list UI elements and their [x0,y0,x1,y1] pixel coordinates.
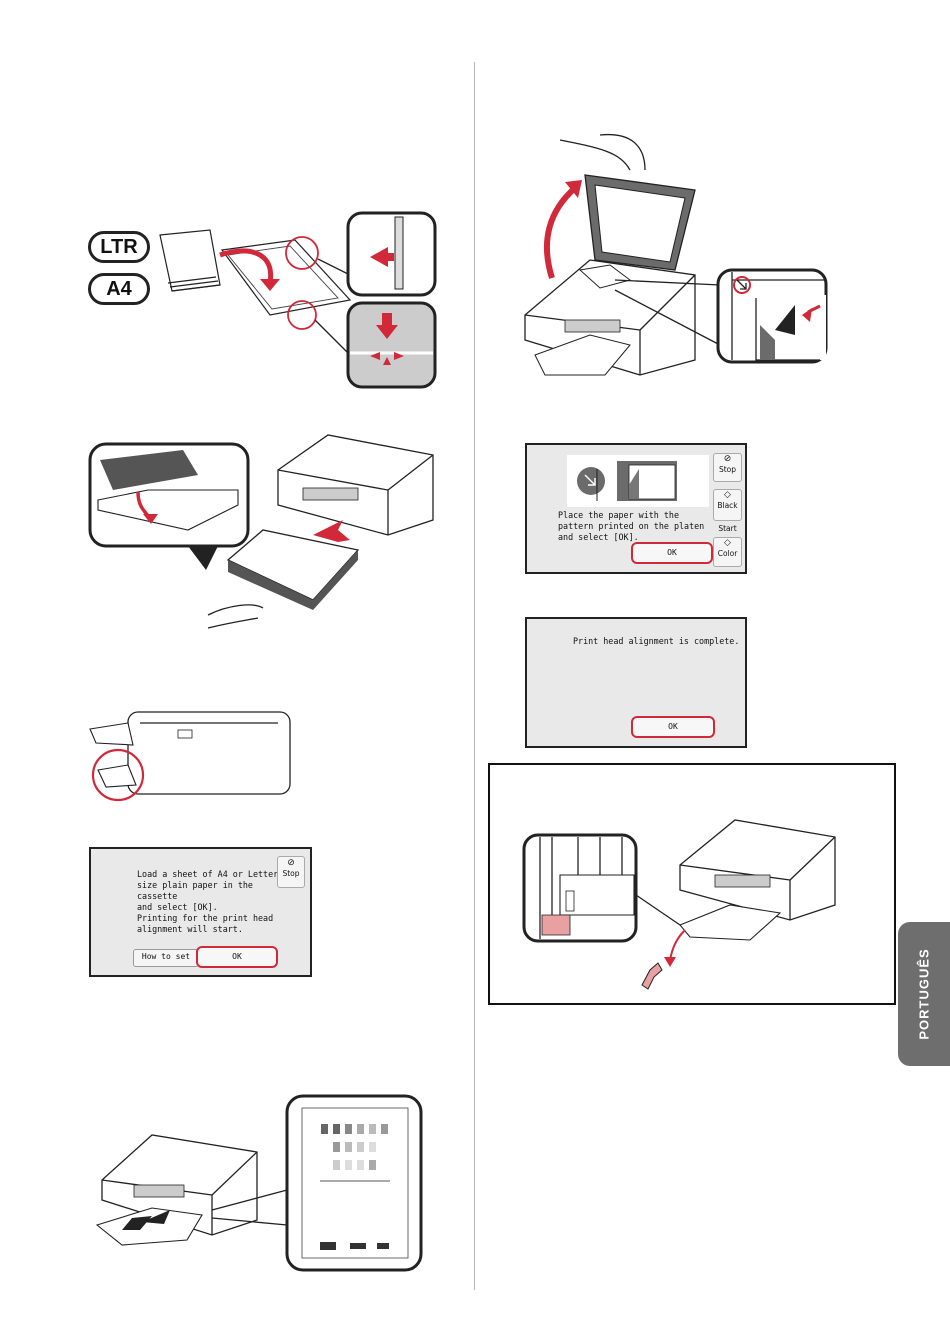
a4-label: A4 [88,273,150,305]
print-pattern-drawing [95,1094,423,1272]
stop-icon: ⊘ [287,858,295,868]
how-to-set-label: How to set [141,952,191,961]
output-tray-drawing [89,711,291,802]
ok-button-load-sheet[interactable]: OK [196,946,278,968]
illustration-open-lid [520,130,830,380]
color-button-label: Color [717,549,738,558]
place-paper-line-2: pattern printed on the platen [558,521,705,531]
black-button-label: Black [717,501,738,510]
start-label: Start [718,524,737,533]
screen-alignment-complete: Print head alignment is complete. OK [525,617,747,748]
place-paper-message: Place the paper with the pattern printed… [558,510,718,543]
illustration-load-paper [80,205,440,395]
load-sheet-line-4: Printing for the print head [137,913,274,923]
stop-button-label: Stop [282,869,300,878]
load-sheet-message: Load a sheet of A4 or Letter size plain … [137,869,297,935]
insert-cassette-drawing [88,434,434,629]
language-tab: PORTUGUÊS [898,922,950,1066]
diamond-icon: ◇ [724,490,731,500]
alignment-complete-message: Print head alignment is complete. [573,636,740,646]
place-paper-illustration [567,455,709,507]
place-paper-line-1: Place the paper with the [558,510,680,520]
diamond-icon: ◇ [724,538,731,548]
stop-button-label: Stop [718,465,737,474]
stop-icon: ⊘ [723,454,732,464]
ok-button-complete[interactable]: OK [631,716,715,738]
ltr-label: LTR [88,231,150,263]
column-divider [474,62,475,1290]
note-box [488,763,896,1005]
screen-load-sheet: Load a sheet of A4 or Letter size plain … [89,847,312,977]
illustration-insert-cassette [88,430,440,635]
ok-label: OK [232,952,242,961]
stop-button[interactable]: ⊘ Stop [277,856,305,888]
black-start-button[interactable]: ◇ Black [713,489,742,521]
place-paper-line-3: and select [OK]. [558,532,639,542]
color-start-button[interactable]: ◇ Color [713,537,742,567]
remove-tape-drawing [522,819,836,990]
load-sheet-line-1: Load a sheet of A4 or Letter [137,869,279,879]
platen-paper-icon [577,461,677,501]
how-to-set-button[interactable]: How to set [133,949,199,967]
a4-label-text: A4 [106,278,132,300]
load-sheet-line-5: alignment will start. [137,924,243,934]
stop-button[interactable]: ⊘ Stop [713,453,742,482]
load-sheet-line-3: and select [OK]. [137,902,218,912]
illustration-output-tray [88,705,293,805]
ltr-label-text: LTR [100,236,138,258]
load-sheet-line-2: size plain paper in the cassette [137,880,253,901]
ok-button-place-paper[interactable]: OK [631,542,713,564]
ok-label: OK [667,548,677,557]
illustration-print-pattern [92,1090,426,1275]
language-tab-label: PORTUGUÊS [916,948,932,1040]
screen-place-paper: Place the paper with the pattern printed… [525,443,747,574]
load-paper-drawing [159,211,437,389]
ok-label: OK [668,722,678,731]
open-lid-drawing [524,133,828,376]
